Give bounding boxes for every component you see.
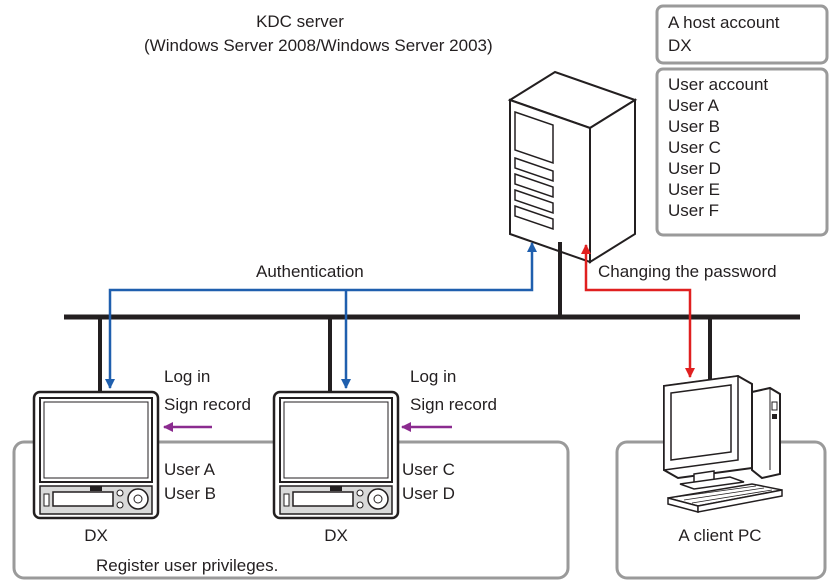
authentication-label: Authentication [256,262,364,281]
user-account-item: User E [668,180,720,199]
dx1-user-label: User B [164,484,216,503]
dx2-sign-record-label: Sign record [410,395,497,414]
host-account-label: A host account [668,13,780,32]
server-title: KDC server [256,12,344,31]
dx2-user-label: User C [402,460,455,479]
dx2-login-label: Log in [410,367,457,386]
password-arrow [581,244,695,378]
user-account-item: User A [668,96,720,115]
host-account-value: DX [668,36,692,55]
dx2-name: DX [324,526,348,545]
register-privileges-label: Register user privileges. [96,556,279,575]
dx-recorder-icon-1 [32,390,160,520]
dx2-user-label: User D [402,484,455,503]
host-account-box [655,4,829,65]
dx1-login-label: Log in [164,367,211,386]
user-account-item: User F [668,201,719,220]
authentication-arrow [105,242,537,389]
user-account-item: User B [668,117,720,136]
user-account-box [655,67,829,237]
changing-password-label: Changing the password [598,262,777,281]
client-pc-icon [663,374,783,513]
dx1-name: DX [84,526,108,545]
user-account-label: User account [668,75,769,94]
client-pc-label: A client PC [678,526,762,545]
dx-recorder-icon-2 [272,390,400,520]
server-subtitle: (Windows Server 2008/Windows Server 2003… [144,36,493,55]
dx1-sign-record-label: Sign record [164,395,251,414]
user-account-item: User C [668,138,721,157]
user-account-item: User D [668,159,721,178]
dx1-user-label: User A [164,460,216,479]
server-icon [507,70,638,264]
